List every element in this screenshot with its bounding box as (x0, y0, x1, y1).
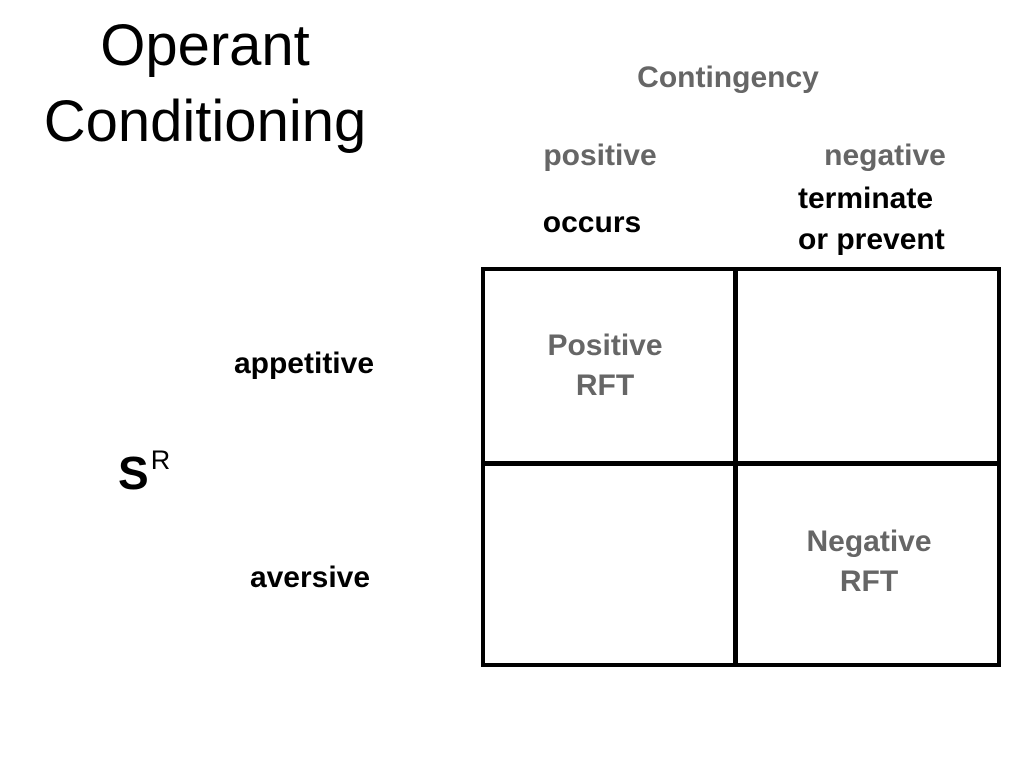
positive-column-label: positive (543, 139, 657, 172)
sr-base: S (118, 447, 149, 499)
grid-vertical-divider (733, 267, 738, 667)
stimulus-reinforcer-symbol: SR (118, 432, 170, 501)
negative-rft-line-2: RFT (839, 565, 899, 598)
grid-horizontal-divider (481, 461, 1001, 466)
positive-rft-line-2: RFT (575, 369, 635, 402)
sr-superscript: R (150, 445, 171, 475)
title-line-1: Operant (100, 13, 310, 78)
positive-rft-line-1: Positive (547, 329, 663, 362)
negative-column-label: negative (824, 139, 946, 172)
negative-rft-cell: Negative RFT (784, 522, 954, 602)
appetitive-row-label: appetitive (233, 347, 375, 380)
terminate-prevent-label: terminate or prevent (798, 178, 945, 260)
aversive-row-label: aversive (249, 561, 371, 594)
contingency-grid (481, 267, 1001, 667)
prevent-line: or prevent (798, 223, 945, 256)
terminate-line: terminate (798, 182, 934, 215)
title-line-2: Conditioning (43, 89, 367, 154)
negative-rft-line-1: Negative (806, 525, 932, 558)
page-title: Operant Conditioning (0, 8, 410, 160)
contingency-heading: Contingency (637, 61, 819, 94)
positive-rft-cell: Positive RFT (520, 326, 690, 406)
occurs-label: occurs (542, 206, 642, 239)
